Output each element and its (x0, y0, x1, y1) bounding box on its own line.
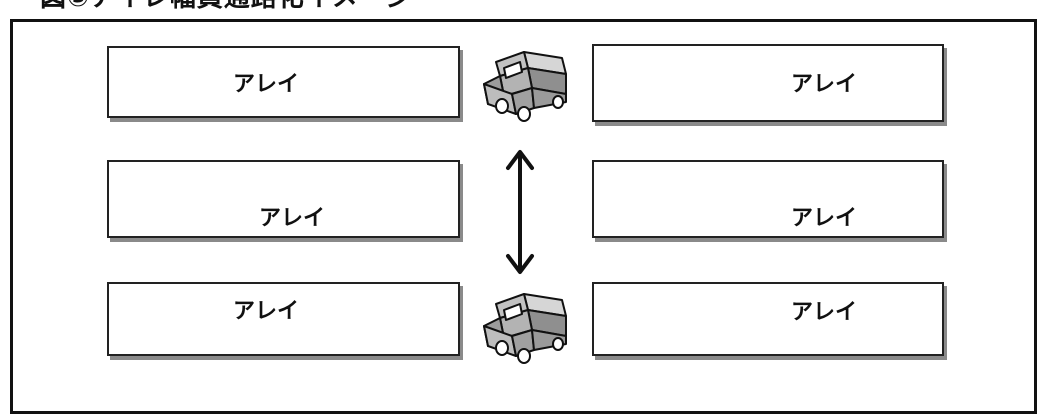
aisle-left-middle (107, 160, 460, 238)
aisle-right-middle (592, 160, 944, 238)
aisle-label-right-middle: アレイ (791, 206, 858, 231)
figure-title: 図③アイレ幅員通路化イメージ (40, 0, 412, 12)
aisle-label-left-middle: アレイ (259, 206, 326, 231)
aisle-right-top (592, 44, 944, 122)
truck-icon (483, 51, 567, 122)
aisle-label-right-top: アレイ (791, 72, 858, 97)
double-arrow-vertical-icon (506, 150, 534, 274)
aisle-left-top (107, 46, 460, 118)
aisle-label-right-bottom: アレイ (791, 300, 858, 325)
aisle-label-left-top: アレイ (233, 72, 300, 97)
figure-title-strip: 図③アイレ幅員通路化イメージ (0, 0, 1040, 14)
truck-icon (483, 293, 567, 364)
aisle-right-bottom (592, 282, 944, 356)
aisle-left-bottom (107, 282, 460, 356)
aisle-label-left-bottom: アレイ (233, 299, 300, 324)
